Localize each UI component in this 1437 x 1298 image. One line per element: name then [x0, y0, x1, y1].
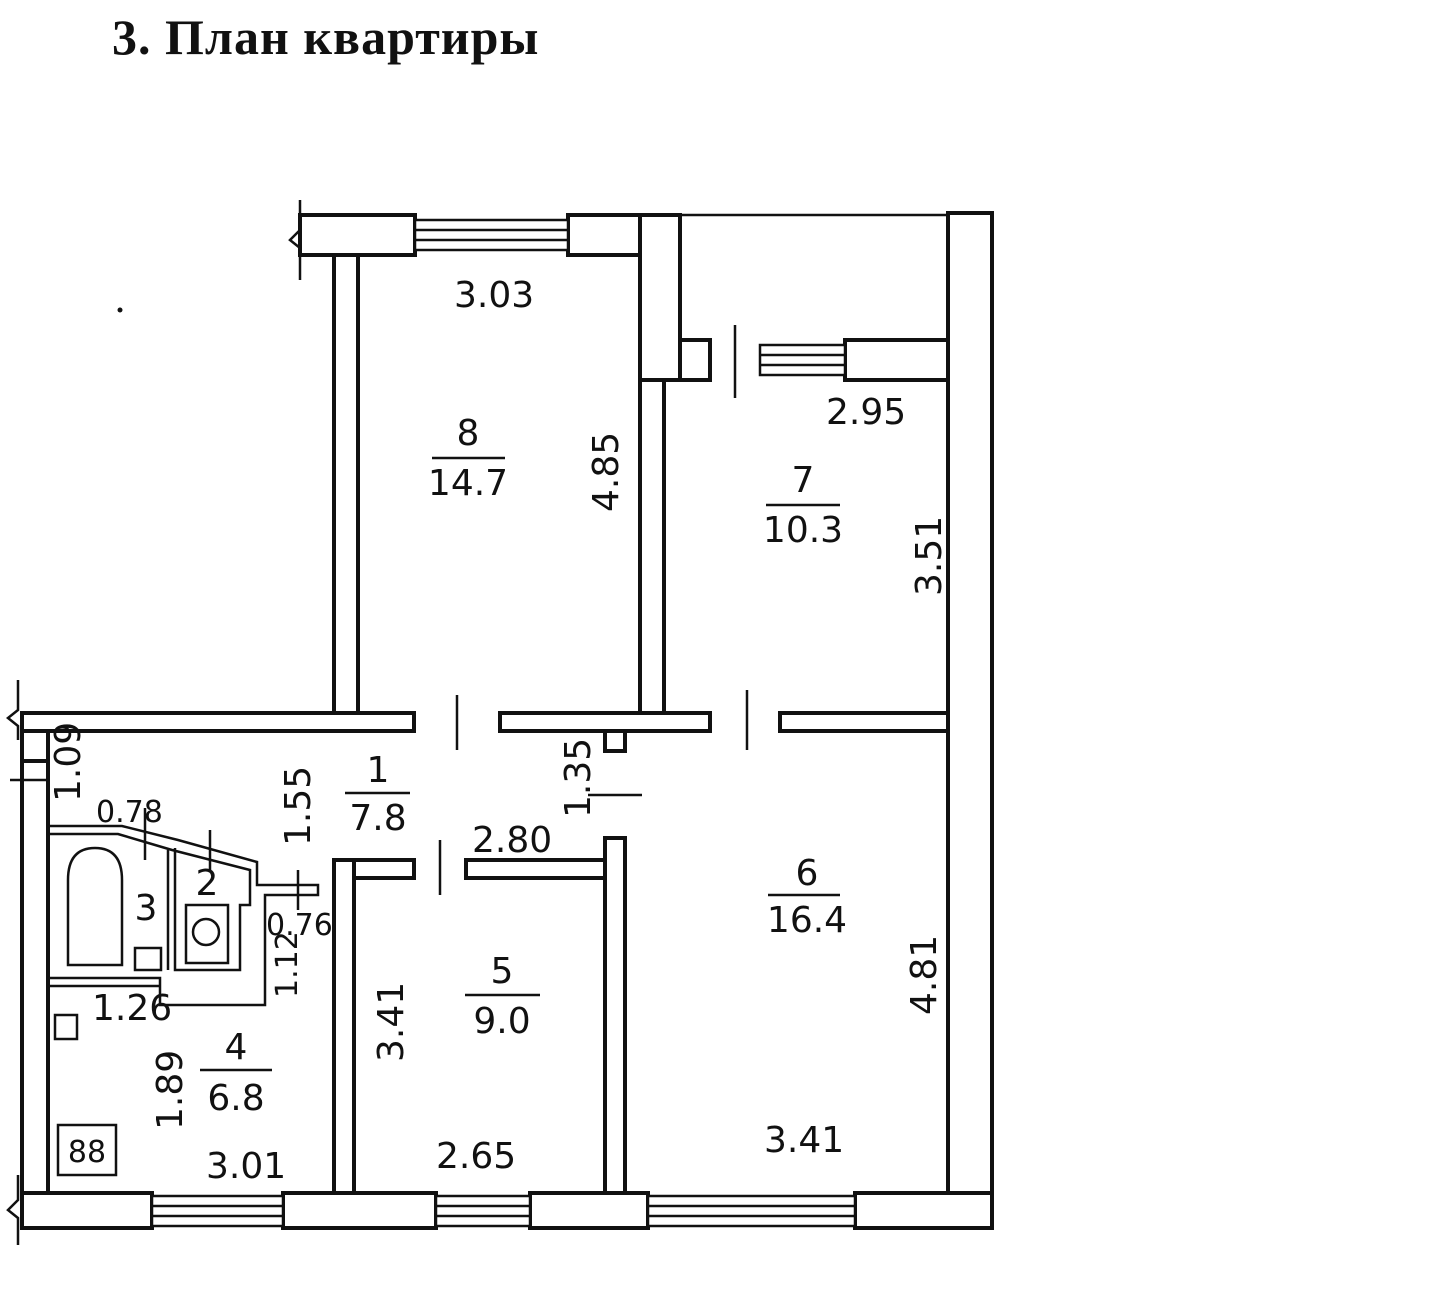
- dim-r6-length: 4.81: [904, 935, 945, 1015]
- dim-r8-length: 4.85: [586, 432, 627, 512]
- dim-r1-corridor: 1.35: [558, 738, 599, 818]
- dim-r4-width-bottom: 3.01: [206, 1146, 286, 1187]
- wall-left: [20, 716, 50, 1200]
- wall-bottom-3: [528, 1191, 650, 1230]
- stove-label: 88: [68, 1135, 106, 1170]
- interior-walls: [20, 378, 950, 1195]
- wall-bottom-1: [20, 1191, 154, 1230]
- scan-dot: [117, 307, 123, 313]
- bathtub-icon: [66, 846, 124, 967]
- stove-icon: [56, 1123, 118, 1177]
- wall-corridor-top-1: [20, 711, 416, 733]
- dim-r2-length: 1.12: [270, 931, 305, 998]
- windows: [150, 218, 857, 1228]
- fixtures: [53, 846, 230, 1177]
- wall-top-left: [298, 213, 417, 257]
- break-mark-bottom: [6, 1175, 20, 1245]
- room-6-number: 6: [796, 853, 819, 894]
- wall-corridor-top-3: [778, 711, 950, 733]
- wall-r8-left: [332, 253, 360, 717]
- window-r5: [434, 1194, 532, 1228]
- outer-walls: [20, 211, 994, 1230]
- dim-r4-length: 1.89: [150, 1050, 191, 1130]
- labels: 8 14.7 3.03 4.85 7 10.3 2.95 3.51 1 7.8 …: [48, 275, 950, 1187]
- dim-r7-width: 2.95: [826, 392, 906, 433]
- wall-bath-block: [48, 824, 320, 1007]
- room-4-area: 6.8: [207, 1078, 264, 1119]
- room-5-number: 5: [491, 951, 514, 992]
- sink-icon: [133, 946, 163, 972]
- dim-r7-length: 3.51: [909, 516, 950, 596]
- dim-r3-width: 0.78: [96, 795, 163, 830]
- kitchen-sink-icon: [53, 1013, 79, 1041]
- wall-entry: [20, 729, 50, 763]
- wall-r4-r5: [332, 858, 356, 1195]
- door-marks: [5, 200, 749, 1245]
- dim-r8-width: 3.03: [454, 275, 534, 316]
- wall-r7-top-left: [678, 338, 712, 382]
- window-r4: [150, 1194, 285, 1228]
- wall-r5-top-2: [464, 858, 607, 880]
- page-title: 3. План квартиры: [112, 9, 540, 65]
- wall-r6-left: [603, 836, 627, 1195]
- room-5-area: 9.0: [473, 1001, 530, 1042]
- dim-r5-length: 3.41: [371, 982, 412, 1062]
- wall-corridor-top-2: [498, 711, 712, 733]
- room-1-number: 1: [367, 750, 390, 791]
- room-8-area: 14.7: [428, 463, 508, 504]
- balcony-outline: [680, 213, 950, 342]
- wall-r6-stub: [603, 729, 627, 753]
- dim-r1-entry: 1.09: [48, 722, 89, 802]
- wall-right: [946, 211, 994, 1229]
- wall-r8-r7: [638, 378, 666, 715]
- dim-r1-width: 1.55: [278, 766, 319, 846]
- window-r8: [413, 218, 570, 252]
- break-mark-top: [288, 200, 302, 280]
- room-8-number: 8: [457, 413, 480, 454]
- wall-shaft: [638, 213, 682, 382]
- room-4-number: 4: [225, 1027, 248, 1068]
- room-2-number: 2: [196, 863, 219, 904]
- dim-r4-width: 1.26: [92, 988, 172, 1029]
- dim-r2-width: 0.76: [266, 908, 333, 943]
- window-r7: [758, 343, 847, 377]
- wall-bottom-4: [853, 1191, 994, 1230]
- wall-bottom-2: [281, 1191, 438, 1230]
- room-3-number: 3: [135, 888, 158, 929]
- break-mark-left: [5, 680, 20, 740]
- wall-r7-top-right: [843, 338, 950, 382]
- room-6-area: 16.4: [767, 900, 847, 941]
- window-r6: [646, 1194, 857, 1228]
- room-7-area: 10.3: [763, 510, 843, 551]
- dim-r6-width: 3.41: [764, 1120, 844, 1161]
- dim-r5-width-bottom: 2.65: [436, 1136, 516, 1177]
- room-7-number: 7: [792, 460, 815, 501]
- room-1-area: 7.8: [349, 798, 406, 839]
- toilet-icon: [191, 917, 221, 947]
- toilet-tank-icon: [184, 903, 230, 965]
- dim-r5-width-top: 2.80: [472, 820, 552, 861]
- wall-bath-inner: [48, 832, 252, 972]
